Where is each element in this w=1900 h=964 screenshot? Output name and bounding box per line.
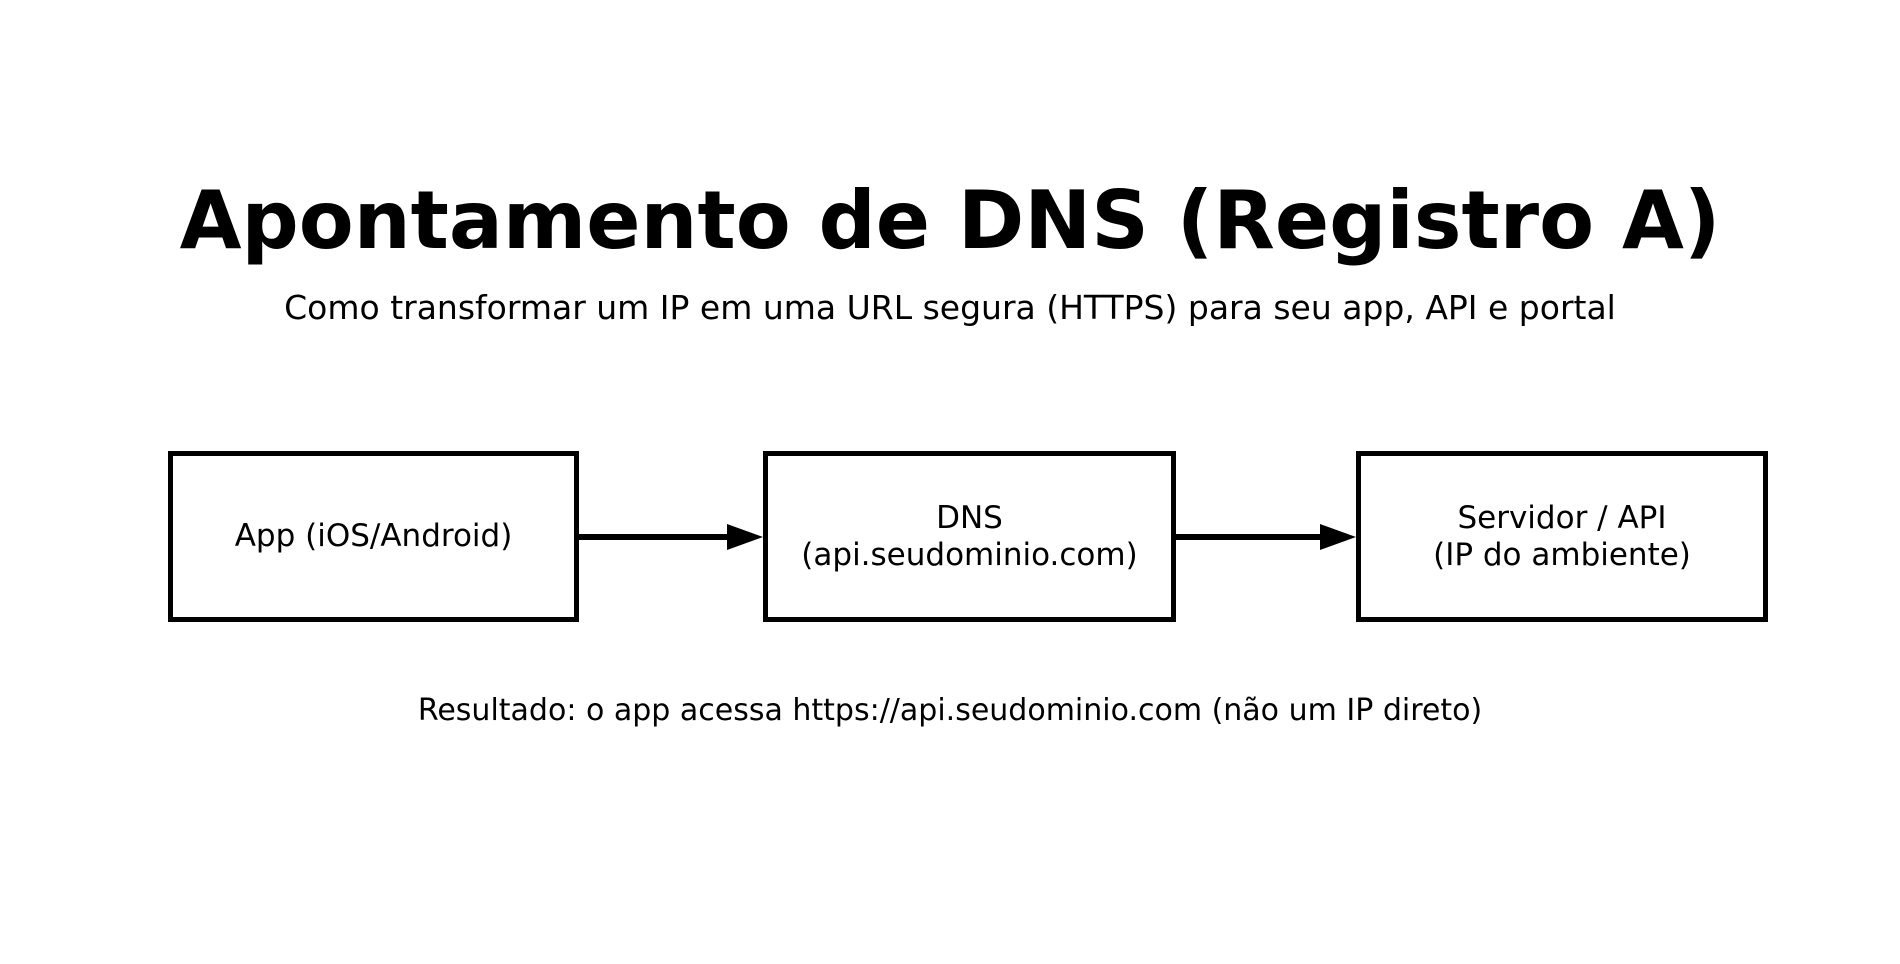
node-dns-label-line2: (api.seudominio.com) — [801, 536, 1138, 573]
node-server: Servidor / API (IP do ambiente) — [1356, 451, 1768, 622]
node-app-label: App (iOS/Android) — [234, 518, 513, 554]
result-note: Resultado: o app acessa https://api.seud… — [417, 693, 1483, 728]
diagram-subtitle: Como transformar um IP em uma URL segura… — [284, 288, 1616, 327]
arrow-app-to-dns-icon — [579, 524, 763, 550]
node-dns: DNS (api.seudominio.com) — [763, 451, 1176, 622]
node-server-label-line2: (IP do ambiente) — [1433, 536, 1691, 573]
node-app: App (iOS/Android) — [168, 451, 579, 622]
node-server-label-line1: Servidor / API — [1457, 499, 1667, 536]
arrow-dns-to-server-icon — [1176, 524, 1356, 550]
diagram-title: Apontamento de DNS (Registro A) — [179, 174, 1721, 267]
node-dns-label-line1: DNS — [936, 499, 1003, 536]
